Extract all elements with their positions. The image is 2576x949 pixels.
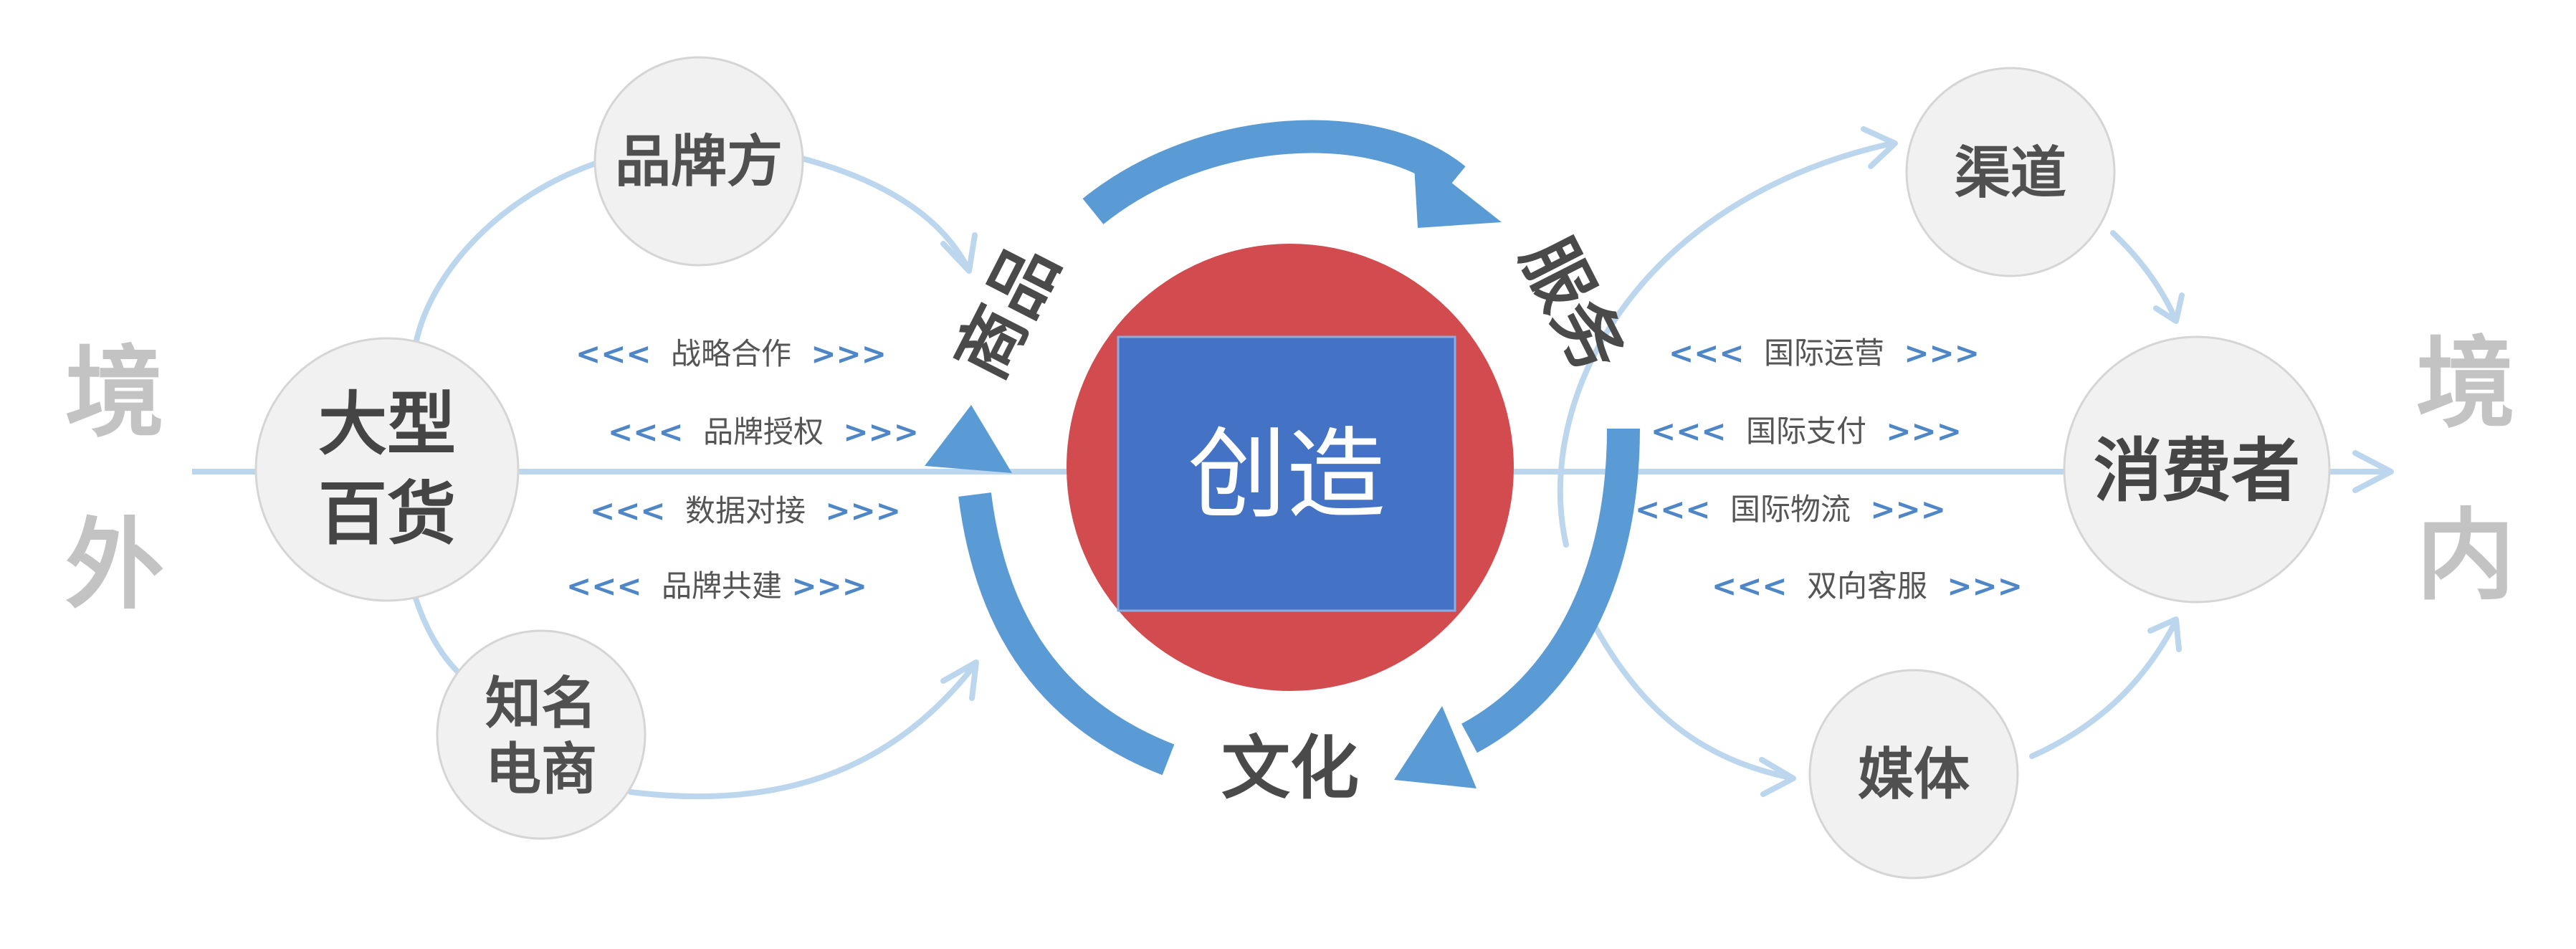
chevron-right: >>> [825, 493, 901, 528]
chevron-right: >>> [791, 568, 867, 604]
right-link-3: <<< 国际物流 >>> [1635, 492, 1946, 527]
right-link-2: <<< 国际支付 >>> [1651, 414, 1962, 449]
center-box [1117, 335, 1456, 612]
cycle-arrow-left [925, 405, 1175, 776]
right-link-3-label: 国际物流 [1730, 492, 1851, 527]
cycle-arrow-top [1082, 120, 1502, 228]
left-link-1-label: 战略合作 [671, 336, 791, 371]
cycle-arrow-right [1394, 428, 1640, 788]
svg-text:<<< 双向客服 >>>: <<< 双向客服 >>> [1712, 568, 2023, 604]
left-link-1: <<< 战略合作 >>> [576, 336, 887, 371]
right-connector-arcs [1557, 126, 2185, 797]
svg-text:<<< 品牌授权 >>>: <<< 品牌授权 >>> [608, 414, 919, 449]
chevron-left: <<< [566, 568, 642, 604]
left-link-2: <<< 品牌授权 >>> [608, 414, 919, 449]
left-link-2-label: 品牌授权 [703, 414, 824, 449]
node-ecommerce: 知名 电商 [436, 629, 647, 840]
svg-text:<<< 战略合作 >>>: <<< 战略合作 >>> [576, 336, 887, 371]
chevron-right: >>> [843, 414, 919, 449]
chevron-right: >>> [811, 336, 887, 371]
chevron-right: >>> [1870, 492, 1946, 527]
chevron-right: >>> [1947, 568, 2023, 604]
node-consumer: 消费者 [2063, 335, 2331, 604]
chevron-left: <<< [1712, 568, 1788, 604]
center-label: 创造 [1188, 417, 1385, 533]
node-department-store-line2: 百货 [318, 474, 456, 554]
left-link-4: <<< 品牌共建 >>> [566, 568, 867, 604]
chevron-left: <<< [608, 414, 684, 449]
side-label-left-1: 境 [65, 335, 164, 451]
svg-text:<<< 品牌共建 >>>: <<< 品牌共建 >>> [566, 568, 867, 604]
left-link-4-label: 品牌共建 [662, 568, 782, 604]
node-media-label: 媒体 [1858, 743, 1970, 807]
svg-text:<<< 国际运营 >>>: <<< 国际运营 >>> [1669, 335, 1980, 371]
node-brand: 品牌方 [593, 56, 804, 267]
chevron-left: <<< [1651, 414, 1727, 449]
left-link-3: <<< 数据对接 >>> [590, 493, 901, 528]
left-connector-arcs [413, 155, 979, 800]
svg-text:<<< 数据对接 >>>: <<< 数据对接 >>> [590, 493, 901, 528]
node-channel-label: 渠道 [1955, 141, 2066, 206]
side-label-right-2: 内 [2416, 498, 2515, 614]
chevron-left: <<< [576, 336, 652, 371]
node-media: 媒体 [1808, 669, 2019, 879]
right-link-1-label: 国际运营 [1764, 335, 1884, 371]
node-department-store: 大型 百货 [254, 337, 520, 602]
node-brand-label: 品牌方 [615, 130, 783, 194]
right-link-4: <<< 双向客服 >>> [1712, 568, 2023, 604]
left-link-3-label: 数据对接 [685, 493, 806, 528]
right-link-1: <<< 国际运营 >>> [1669, 335, 1980, 371]
svg-text:<<< 国际物流 >>>: <<< 国际物流 >>> [1635, 492, 1946, 527]
right-link-2-label: 国际支付 [1746, 414, 1866, 449]
right-link-4-label: 双向客服 [1807, 568, 1927, 604]
chevron-right: >>> [1904, 335, 1980, 371]
chevron-right: >>> [1886, 414, 1962, 449]
chevron-left: <<< [1669, 335, 1745, 371]
side-label-left-2: 外 [65, 507, 164, 623]
side-label-right-1: 境 [2416, 326, 2515, 442]
chevron-left: <<< [590, 493, 666, 528]
node-department-store-line1: 大型 [318, 384, 456, 464]
node-consumer-label: 消费者 [2094, 431, 2300, 511]
cycle-label-service: 服务 [1506, 225, 1640, 384]
node-ecommerce-line1: 知名 [485, 672, 597, 736]
svg-text:<<< 国际支付 >>>: <<< 国际支付 >>> [1651, 414, 1962, 449]
node-channel: 渠道 [1905, 67, 2116, 277]
chevron-left: <<< [1635, 492, 1711, 527]
cycle-label-culture: 文化 [1221, 728, 1359, 809]
node-ecommerce-line2: 电商 [485, 738, 597, 802]
